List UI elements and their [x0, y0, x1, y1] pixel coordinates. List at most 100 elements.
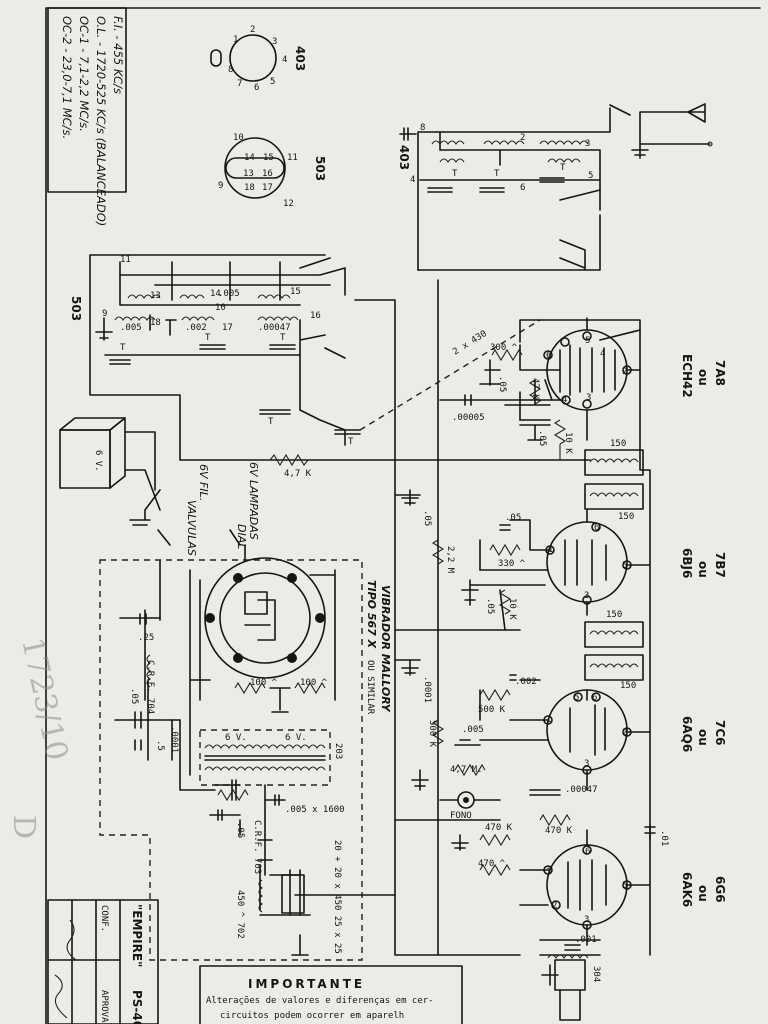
svg-text:1: 1	[548, 545, 553, 555]
svg-text:4: 4	[282, 55, 287, 65]
svg-text:100 ^: 100 ^	[300, 678, 328, 688]
svg-text:9: 9	[102, 309, 107, 319]
svg-text:6 V.: 6 V.	[225, 733, 247, 743]
filament-labels: 6V FIL. VALVULAS 6V LAMPADAS DIAL	[157, 462, 260, 621]
svg-text:11: 11	[120, 255, 131, 265]
sheet-border	[45, 7, 761, 1024]
svg-text:5: 5	[585, 336, 590, 346]
svg-text:.0001: .0001	[422, 676, 432, 703]
svg-text:VALVULAS: VALVULAS	[185, 500, 198, 556]
coil-403-label: 403	[293, 46, 307, 71]
svg-text:4,7 K: 4,7 K	[284, 469, 312, 479]
svg-text:CONF.: CONF.	[99, 905, 109, 932]
tube-7c6-ou: ou	[696, 729, 710, 746]
notice-line-2: circuitos podem ocorrer em aparelh	[220, 1011, 404, 1021]
svg-text:13: 13	[150, 291, 161, 301]
svg-text:203: 203	[333, 743, 343, 759]
svg-text:4,7 M.: 4,7 M.	[450, 765, 483, 775]
svg-text:.005: .005	[462, 725, 484, 735]
if-transformer-2: 150 150 .0001	[401, 610, 644, 703]
svg-text:C.R.F. 703: C.R.F. 703	[252, 820, 262, 874]
svg-text:6: 6	[594, 523, 599, 533]
svg-text:304: 304	[591, 966, 601, 982]
svg-text:2: 2	[552, 901, 557, 911]
svg-text:.002: .002	[185, 323, 207, 333]
svg-text:3: 3	[586, 393, 591, 403]
svg-text:.005: .005	[120, 323, 142, 333]
svg-text:5: 5	[622, 561, 627, 571]
svg-text:2: 2	[520, 133, 525, 143]
svg-text:.005: .005	[218, 289, 240, 299]
svg-text:FONO: FONO	[450, 811, 472, 821]
svg-text:470 ^: 470 ^	[478, 859, 506, 869]
svg-text:12: 12	[283, 199, 294, 209]
svg-text:6 V.: 6 V.	[93, 450, 103, 472]
pencil-notes: 1723/10 D	[6, 634, 74, 839]
svg-text:T: T	[205, 333, 211, 343]
tube-6g6: 470 K 470 K 470 ^ .01 .001 304 16 52 3 6…	[451, 813, 727, 1021]
svg-text:9: 9	[218, 181, 223, 191]
svg-text:14: 14	[244, 153, 255, 163]
svg-text:.00005: .00005	[452, 413, 485, 423]
svg-text:.002: .002	[515, 677, 537, 687]
svg-text:4: 4	[600, 349, 605, 359]
svg-text:10: 10	[233, 133, 244, 143]
svg-text:T: T	[452, 169, 458, 179]
tube-7b7-ou: ou	[696, 561, 710, 578]
svg-text:470 K: 470 K	[545, 826, 573, 836]
svg-text:6: 6	[520, 183, 525, 193]
svg-text:18: 18	[150, 318, 161, 328]
svg-text:6 V.: 6 V.	[285, 733, 307, 743]
title-block: "EMPIRE" PS-40 CONF. APROVA	[47, 899, 159, 1024]
svg-text:VIBRADOR MALLORY: VIBRADOR MALLORY	[379, 585, 392, 713]
svg-text:150: 150	[620, 681, 636, 691]
svg-text:150: 150	[618, 512, 634, 522]
svg-text:PS-40: PS-40	[130, 990, 144, 1024]
svg-text:T: T	[348, 437, 354, 447]
svg-text:500 K: 500 K	[478, 705, 506, 715]
svg-text:470 K: 470 K	[485, 823, 513, 833]
svg-text:17: 17	[222, 323, 233, 333]
svg-text:.005 x 1600: .005 x 1600	[285, 805, 345, 815]
svg-text:.25: .25	[138, 633, 154, 643]
svg-text:.5: .5	[155, 740, 165, 751]
c-2x430-label: 2 x 430	[451, 329, 488, 358]
svg-text:3: 3	[584, 759, 589, 769]
svg-text:6: 6	[585, 847, 590, 857]
svg-text:20 + 20 x 450 25 x 25: 20 + 20 x 450 25 x 25	[332, 840, 342, 954]
svg-text:3: 3	[585, 139, 590, 149]
spec-line-2: O.L. - 1720-525 KC/s (BALANCEADO)	[94, 16, 108, 226]
notice-box: IMPORTANTE Alterações de valores e difer…	[199, 965, 463, 1024]
svg-text:.05: .05	[422, 510, 432, 526]
tube-7b7-alt: 6BJ6	[680, 548, 694, 578]
if-transformer-1: 150 150 .05	[401, 439, 644, 526]
svg-text:11: 11	[287, 153, 298, 163]
svg-text:5: 5	[270, 77, 275, 87]
svg-text:T: T	[120, 343, 126, 353]
svg-text:T: T	[268, 417, 274, 427]
svg-text:7: 7	[237, 79, 242, 89]
svg-text:1: 1	[546, 867, 551, 877]
svg-text:.00047: .00047	[565, 785, 598, 795]
svg-text:.0001: .0001	[169, 726, 179, 753]
spec-line-3: OC-1 - 7,1-2,2 MC/s.	[77, 16, 91, 132]
spec-text-group: F.I. - 455 KC/s O.L. - 1720-525 KC/s (BA…	[60, 16, 125, 226]
tube-6g6-code: 6G6	[713, 876, 727, 903]
svg-text:500 K: 500 K	[427, 720, 437, 748]
svg-text:2: 2	[250, 25, 255, 35]
notice-line-1: Alterações de valores e diferenças em ce…	[206, 996, 434, 1006]
spec-line-1: F.I. - 455 KC/s	[111, 16, 125, 94]
svg-text:16: 16	[262, 169, 273, 179]
svg-text:2: 2	[622, 367, 627, 377]
tube-6g6-alt: 6AK6	[680, 872, 694, 907]
svg-text:14: 14	[210, 289, 221, 299]
r-4k7: 4,7 K	[269, 453, 312, 479]
gang-link	[359, 319, 541, 431]
tube-7b7: .05 330 ^ .05 10 K 2,2 M 16 53 7B7 ou 6B…	[431, 509, 727, 631]
svg-text:3: 3	[584, 591, 589, 601]
coil-503-label: 503	[313, 156, 327, 181]
